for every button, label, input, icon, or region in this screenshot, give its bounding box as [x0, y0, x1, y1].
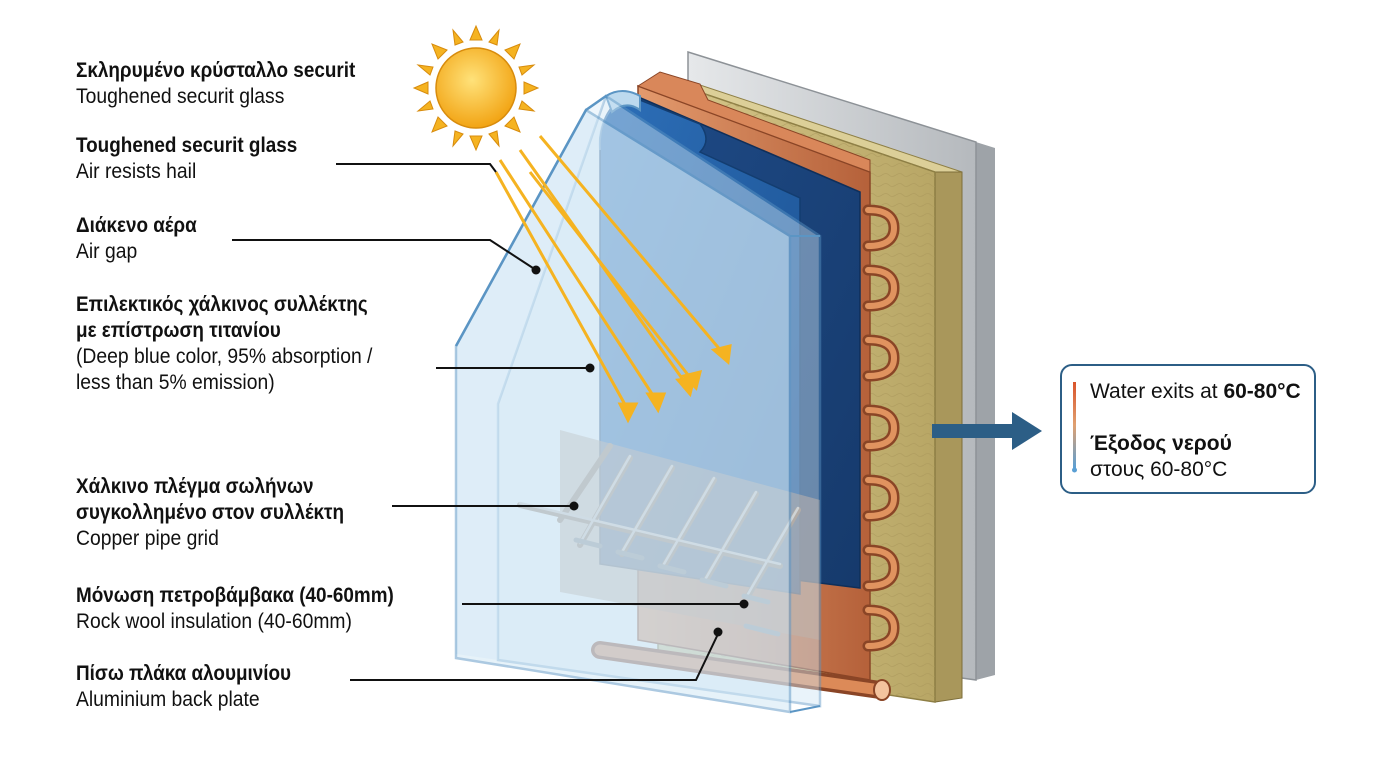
label-en: Rock wool insulation (40-60mm) [76, 610, 352, 633]
label-en: Copper pipe grid [76, 527, 219, 550]
label-copper-pipe-grid: Χάλκινο πλέγμα σωλήνων συγκολλημένο στον… [76, 474, 374, 552]
label-el: Σκληρυμένο κρύσταλλο securit [76, 59, 356, 82]
thermometer-icon [1072, 382, 1077, 473]
water-exit-arrow [932, 412, 1042, 450]
sun-rays [494, 135, 732, 424]
leader-lines [232, 163, 744, 681]
label-el: Πίσω πλάκα αλουμινίου [76, 662, 292, 685]
label-en: Air resists hail [76, 160, 197, 183]
label-en: (Deep blue color, 95% absorption / [76, 345, 373, 368]
label-en: Aluminium back plate [76, 688, 260, 711]
label-selective-absorber: Επιλεκτικός χάλκινος συλλέκτης με επίστρ… [76, 292, 400, 396]
leader-dots [531, 265, 749, 637]
label-el: Μόνωση πετροβάμβακα (40-60mm) [76, 584, 394, 607]
label-en: Toughened securit glass [76, 85, 285, 108]
copper-serpentine-pipe [862, 204, 900, 652]
label-el: Επιλεκτικός χάλκινος συλλέκτης [76, 293, 368, 316]
label-el: Χάλκινο πλέγμα σωλήνων [76, 475, 314, 498]
output-line-2: Έξοδος νερού [1090, 432, 1232, 455]
label-el-2: με επίστρωση τιτανίου [76, 319, 281, 342]
label-hail-resistant: Toughened securit glass Air resists hail [76, 133, 322, 185]
label-el-2: συγκολλημένο στον συλλέκτη [76, 501, 345, 524]
label-aluminium-plate: Πίσω πλάκα αλουμινίου Aluminium back pla… [76, 661, 315, 713]
output-line-3: στους 60-80°C [1090, 458, 1228, 481]
label-en-2: less than 5% emission) [76, 371, 275, 394]
label-en: Air gap [76, 240, 138, 263]
label-el: Διάκενο αέρα [76, 214, 197, 237]
output-line-1: Water exits at 60-80°C [1090, 380, 1301, 403]
label-air-gap: Διάκενο αέρα Air gap [76, 213, 210, 265]
water-output-box: Water exits at 60-80°C Έξοδος νερού στου… [1060, 364, 1316, 494]
label-rock-wool: Μόνωση πετροβάμβακα (40-60mm) Rock wool … [76, 583, 429, 635]
label-el: Toughened securit glass [76, 134, 298, 157]
sun-icon [412, 24, 540, 152]
label-toughened-glass: Σκληρυμένο κρύσταλλο securit Toughened s… [76, 58, 386, 110]
